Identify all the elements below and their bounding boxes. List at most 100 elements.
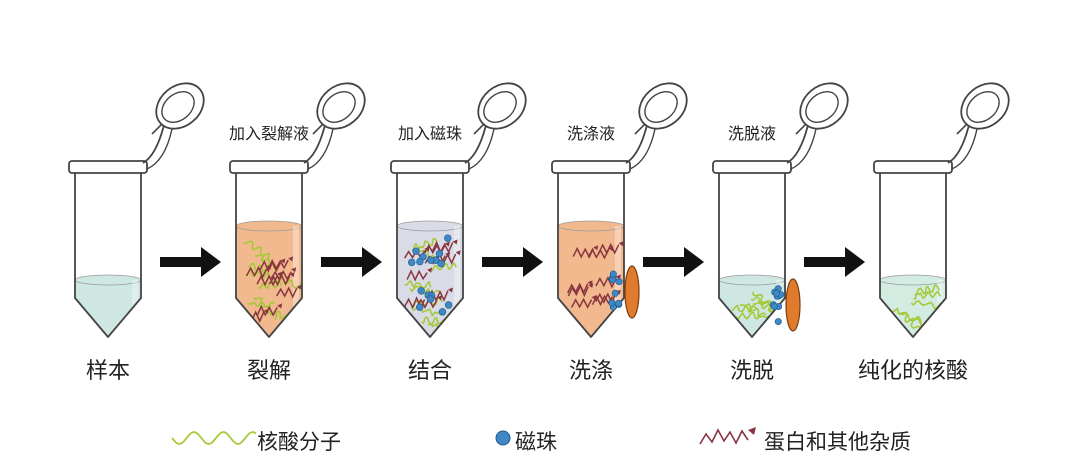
nucleic-strand [243,240,271,259]
protein-fragment-head [618,241,624,247]
step-arrow-3 [643,247,704,277]
magnet-icon [624,265,640,319]
tube-3 [551,82,688,338]
protein-fragment [256,304,278,317]
tube-0 [68,82,205,338]
tube-5-rim [873,160,953,174]
protein-fragment-head [455,250,461,256]
protein-fragment-head [288,256,294,262]
tube-3-rim [551,160,631,174]
bead [416,303,424,311]
protein-fragment-head [266,264,272,270]
protein-fragment-head [444,241,450,247]
legend-protein-label: 蛋白和其他杂质 [764,430,911,454]
protein-fragment-head [291,267,297,273]
tube-1-hinge-inner [307,128,334,170]
bead [426,295,435,303]
step-3-top-label: 洗涤液 [566,124,616,143]
tube-2-outline [396,173,464,338]
tube-0-outline [74,173,142,338]
magnet-icon [785,278,801,332]
step-5-label: 纯化的核酸 [857,359,969,384]
tube-0-cap-inner [161,91,195,123]
step-arrow-0 [160,247,221,277]
step-0-label: 样本 [85,359,131,384]
nucleic-strand [411,237,438,251]
bound-bead [770,303,778,311]
tube-4-hinge-inner [790,128,817,170]
bound-bead [615,299,623,307]
tube-2 [390,82,527,338]
legend-beads-label: 磁珠 [515,430,557,454]
protein-fragment [268,273,291,287]
step-4-label: 洗脱 [729,359,775,384]
step-arrow-2 [482,247,543,277]
legend-protein-icon [699,427,756,445]
nucleic-strand [404,280,432,289]
protein-fragment [416,297,438,310]
tube-0-cap-tab [151,123,163,135]
tube-5-cap-tab [956,123,968,135]
nucleic-strand [735,311,767,320]
step-4-top-label: 洗脱液 [727,124,777,143]
nucleic-strand [247,262,270,275]
tube-5 [873,82,1010,338]
tube-2-contents [403,234,461,337]
step-3-label: 洗涤 [568,359,614,384]
bead [437,259,445,268]
bead [427,256,435,264]
protein-fragment [245,265,268,279]
tube-5-outline [879,173,947,338]
protein-fragment-head [588,282,594,288]
step-1-top-label: 加入裂解液 [228,124,310,143]
protein-fragment-head [593,245,599,251]
nucleic-strand [888,307,921,324]
protein-fragment-head [445,251,451,257]
tube-1-outline [235,173,303,338]
protein-fragment-head [448,287,454,293]
nucleic-strand [739,303,770,322]
bead [412,247,420,255]
protein-fragment [567,284,589,298]
bound-bead [609,270,617,278]
step-2-top-label: 加入磁珠 [397,124,463,143]
tube-1 [229,82,366,338]
tube-2-cap-inner [483,91,517,123]
tube-4-cap-inner [805,91,839,123]
protein-fragment-head [277,303,283,309]
step-arrow-1 [321,247,382,277]
bead [435,249,444,258]
protein-fragment [570,297,593,309]
tube-5-cap-inner [966,91,1000,123]
bead [416,257,424,266]
bound-bead [608,299,616,307]
tube-4 [712,82,849,338]
bead [444,301,453,309]
tube-5-hinge-inner [951,128,978,170]
tube-2-cap-tab [473,123,485,135]
tube-4-outline [718,173,786,338]
protein-fragment [276,286,298,299]
protein-fragment-head [296,284,302,290]
legend-nucleic-icon [171,431,257,445]
protein-fragment-head [289,272,295,278]
nucleic-strand [731,304,757,313]
protein-fragment [567,282,589,295]
nucleic-strand [430,262,457,271]
tube-1-cap-tab [312,123,324,135]
protein-fragment-head [280,258,286,264]
tube-5-liquid [880,274,946,337]
tube-4-rim [712,160,792,174]
protein-fragment-head [608,246,614,252]
tube-3-cap-inner [644,91,678,123]
bead [408,258,416,267]
nucleic-strand [914,284,941,296]
bound-bead [615,278,623,286]
bound-bead [773,289,781,297]
nucleic-strand [271,274,302,290]
protein-fragment [267,258,289,270]
protein-fragment [256,274,278,287]
bound-bead [774,318,782,326]
bound-bead [611,289,619,297]
